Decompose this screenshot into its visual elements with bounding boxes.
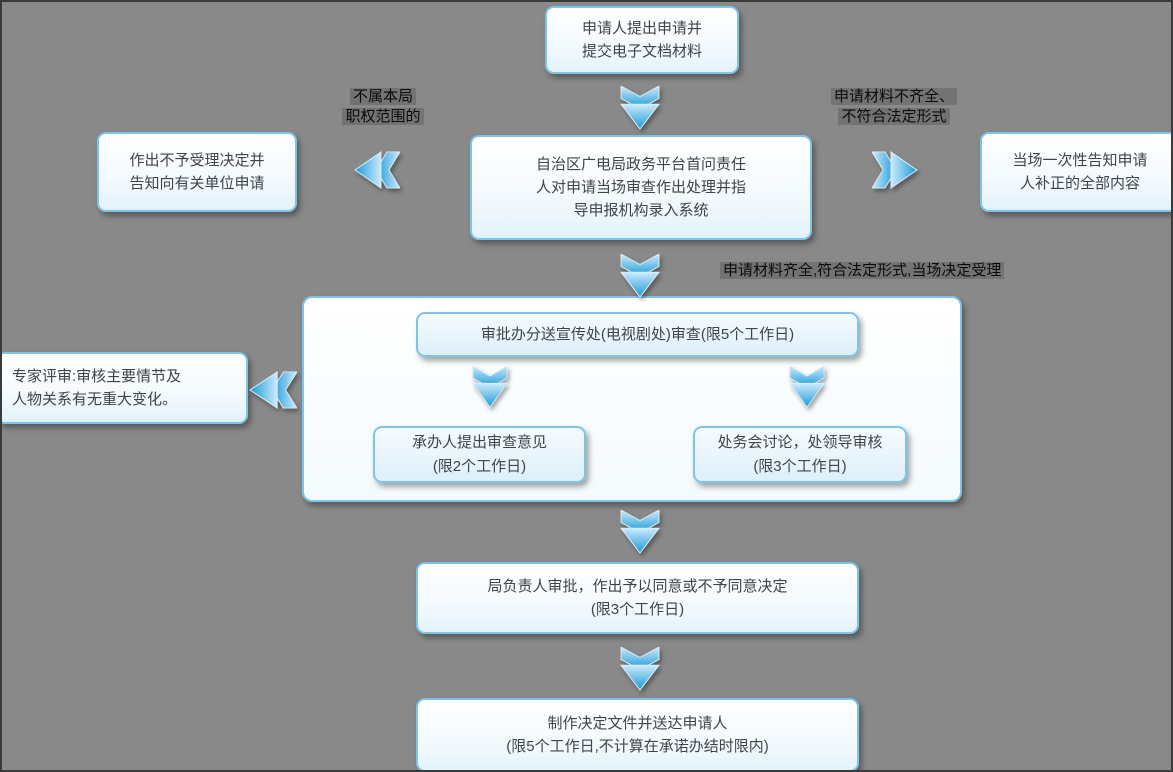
label-materials-complete-wrap: 申请材料齐全,符合法定形式,当场决定受理 (720, 261, 1005, 281)
right-arrow-icon-to-notify (872, 151, 918, 189)
node-notify-correction: 当场一次性告知申请 人补正的全部内容 (980, 132, 1171, 212)
down-arrow-icon-start-to-review (620, 86, 660, 130)
node-deliver-decision: 制作决定文件并送达申请人 (限5个工作日,不计算在承诺办结时限内) (416, 698, 859, 770)
node-applicant-submit: 申请人提出申请并 提交电子文档材料 (545, 6, 739, 74)
label-out-of-scope: 不属本局 职权范围的 (342, 88, 424, 126)
label-materials-incomplete-wrap: 申请材料不齐全、 不符合法定形式 (814, 87, 974, 128)
left-arrow-icon-to-reject (354, 151, 400, 189)
node-reject-decision: 作出不予受理决定并 告知向有关单位申请 (97, 132, 297, 212)
down-arrow-icon-group-to-approval (620, 510, 660, 554)
node-platform-review: 自治区广电局政务平台首问责任 人对申请当场审查作出处理并指 导申报机构录入系统 (470, 135, 812, 240)
left-arrow-icon-to-expert (249, 371, 297, 409)
down-arrow-icon-to-opinion (472, 366, 508, 408)
label-out-of-scope-wrap: 不属本局 职权范围的 (323, 87, 443, 128)
node-dispatch-review: 审批办分送宣传处(电视剧处)审查(限5个工作日) (416, 312, 859, 357)
label-materials-incomplete: 申请材料不齐全、 不符合法定形式 (830, 88, 957, 126)
label-materials-complete: 申请材料齐全,符合法定形式,当场决定受理 (720, 262, 1005, 279)
down-arrow-icon-approval-to-deliver (620, 647, 660, 691)
down-arrow-icon-review-to-group (620, 254, 660, 298)
node-division-discussion: 处务会讨论，处领导审核 (限3个工作日) (693, 426, 907, 483)
node-expert-review: 专家评审:审核主要情节及 人物关系有无重大变化。 (2, 352, 248, 424)
node-handler-opinion: 承办人提出审查意见 (限2个工作日) (373, 426, 586, 483)
down-arrow-icon-to-discussion (789, 366, 825, 408)
node-director-approval: 局负责人审批，作出予以同意或不予同意决定 (限3个工作日) (416, 562, 859, 634)
